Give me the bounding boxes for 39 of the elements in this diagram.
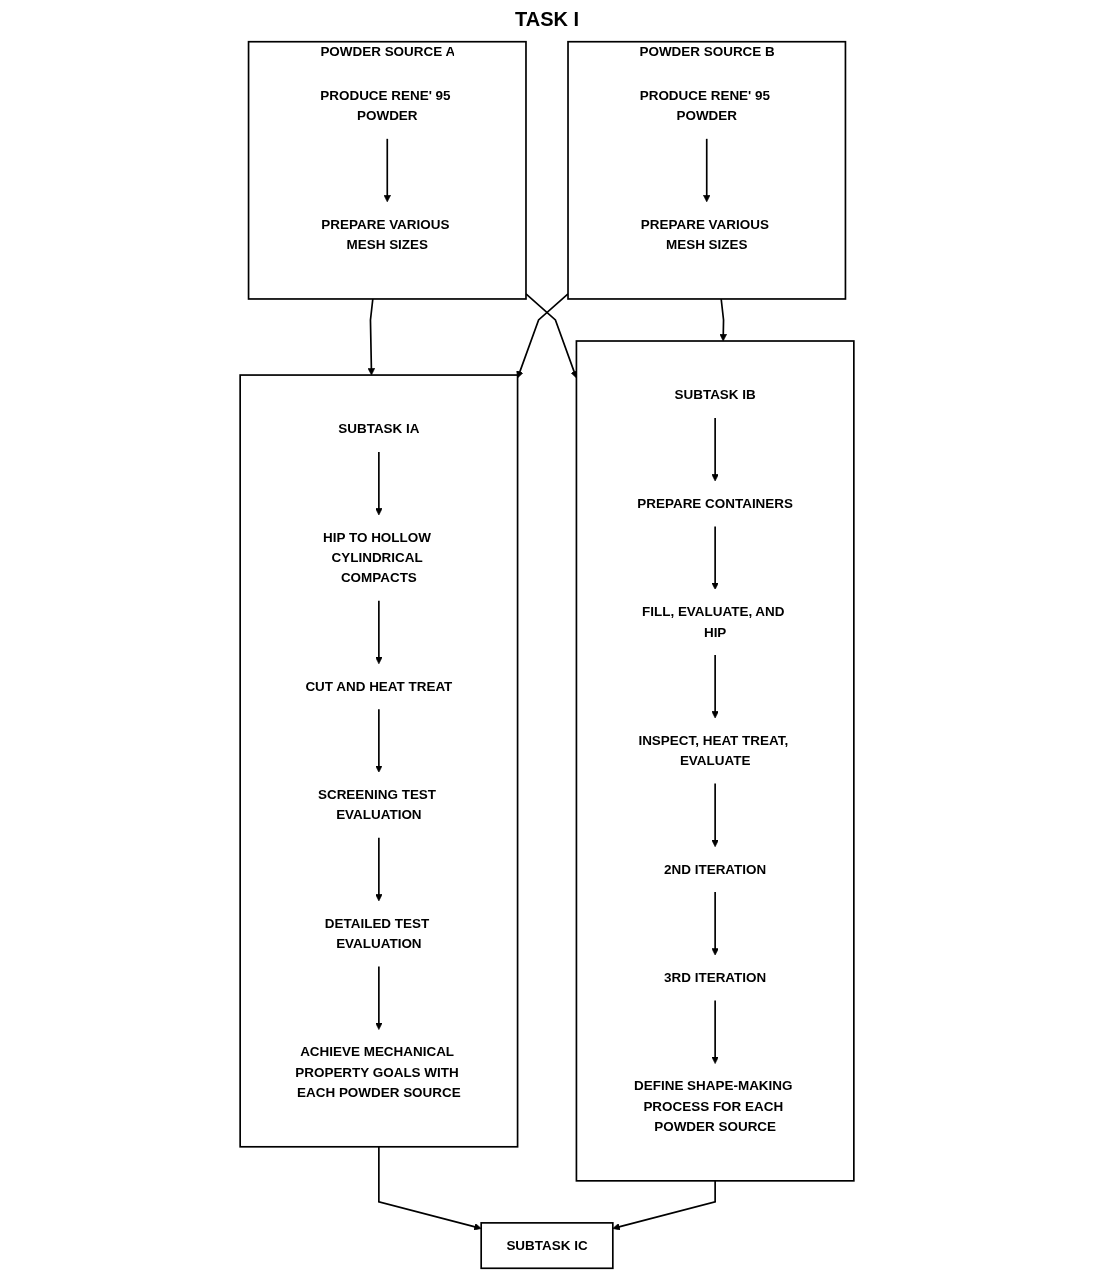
arrow — [375, 708, 383, 773]
node-text: 2ND ITERATION — [664, 861, 767, 877]
arrow — [516, 292, 569, 379]
arrow — [719, 298, 727, 342]
node-text: INSPECT, HEAT TREAT, EVALUATE — [638, 733, 789, 768]
arrow — [375, 599, 383, 665]
node-text: SUBTASK IA — [338, 421, 420, 436]
arrow — [378, 1145, 482, 1231]
arrow — [375, 451, 383, 516]
arrow — [711, 891, 719, 956]
node-text: PREPARE VARIOUS MESH SIZES — [321, 217, 450, 252]
node-text: CUT AND HEAT TREAT — [305, 678, 453, 694]
arrow — [711, 782, 719, 847]
arrow — [383, 138, 391, 203]
node-text: HIP TO HOLLOW CYLINDRICAL COMPACTS — [323, 530, 431, 585]
arrow — [703, 138, 711, 203]
arrow — [375, 837, 383, 902]
node-text: DETAILED TEST EVALUATION — [324, 916, 430, 951]
arrow — [375, 965, 383, 1030]
node-text: PREPARE VARIOUS MESH SIZES — [640, 217, 769, 252]
arrow — [711, 417, 719, 482]
node-text: DEFINE SHAPE-MAKING PROCESS FOR EACH POWDER SOURCE — [634, 1078, 793, 1134]
arrow — [711, 999, 719, 1064]
node-text: SUBTASK IB — [674, 387, 756, 402]
node-text: 3RD ITERATION — [664, 970, 767, 985]
cluster — [575, 340, 855, 1182]
node-text: PRODUCE RENE' 95 POWDER — [320, 88, 451, 123]
node-text: PREPARE CONTAINERS — [637, 496, 793, 511]
arrow — [612, 1180, 716, 1231]
node-text: ACHIEVE MECHANICAL PROPERTY GOALS WITH EACH POWDER SOURCE — [295, 1044, 461, 1100]
node-box: SUBTASK IC — [480, 1222, 614, 1270]
node-text: FILL, EVALUATE, AND HIP — [642, 604, 785, 640]
node-text: SCREENING TEST EVALUATION — [317, 787, 437, 822]
arrow — [711, 654, 719, 719]
arrow — [367, 298, 376, 376]
cluster — [239, 374, 519, 1148]
node-text: PRODUCE RENE' 95 POWDER — [639, 88, 770, 123]
arrow — [711, 525, 719, 590]
diagram-title: TASK I — [513, 7, 581, 32]
